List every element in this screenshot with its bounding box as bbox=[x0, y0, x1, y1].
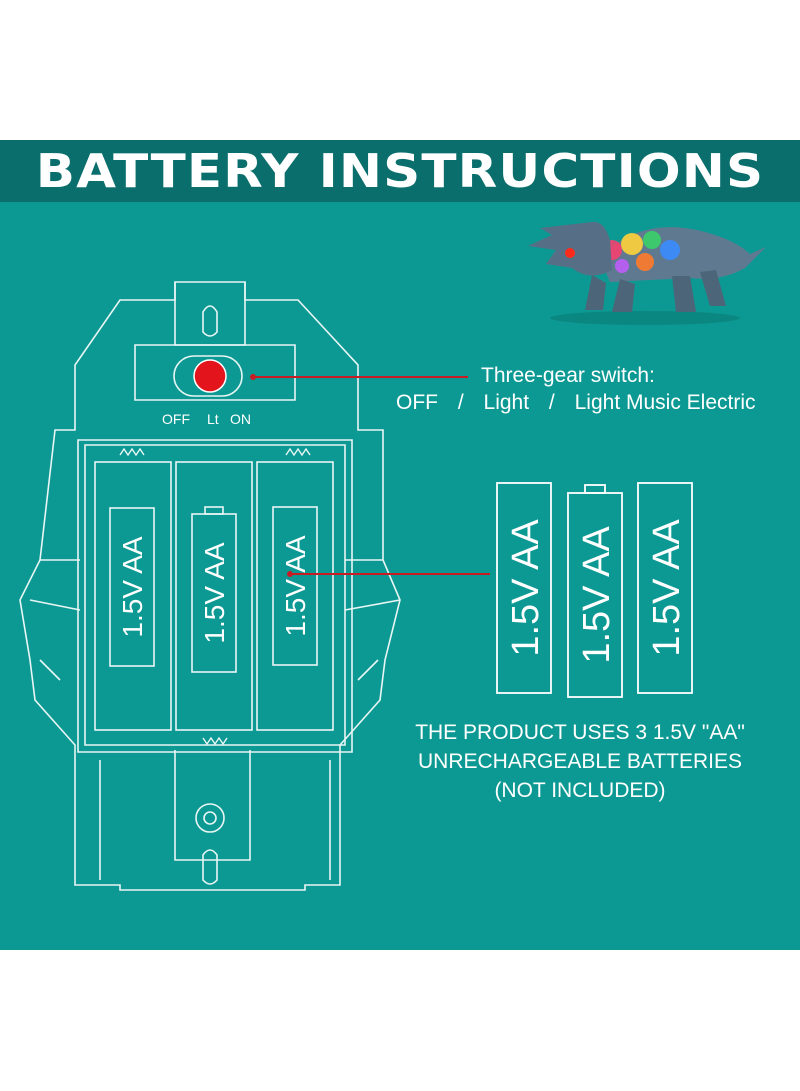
battery-icon bbox=[496, 482, 693, 698]
pointer-lines bbox=[253, 376, 490, 575]
mode-light-music-electric: Light Music Electric bbox=[574, 391, 756, 414]
battery-label: 1.5V AA bbox=[280, 535, 311, 637]
switch-modes: OFF / Light / Light Music Electric bbox=[396, 391, 756, 415]
battery-pointer-dot bbox=[287, 571, 293, 577]
battery-label: 1.5V AA bbox=[646, 519, 688, 657]
note-line: (NOT INCLUDED) bbox=[494, 779, 666, 802]
page-title: BATTERY INSTRUCTIONS bbox=[35, 144, 765, 198]
spring-icon bbox=[119, 447, 311, 746]
note-line: UNRECHARGEABLE BATTERIES bbox=[417, 750, 742, 773]
three-gear-switch[interactable] bbox=[173, 355, 243, 397]
mode-light: Light bbox=[483, 391, 530, 414]
mode-separator: / bbox=[457, 391, 464, 414]
mode-separator: / bbox=[548, 391, 555, 414]
housing-outline bbox=[19, 281, 401, 891]
battery-label: 1.5V AA bbox=[199, 542, 230, 644]
battery-slots bbox=[94, 461, 334, 731]
battery-label: 1.5V AA bbox=[117, 536, 148, 638]
title-banner: BATTERY INSTRUCTIONS bbox=[0, 140, 800, 202]
switch-label-on: ON bbox=[230, 411, 251, 427]
battery-note: THE PRODUCT USES 3 1.5V "AA" UNRECHARGEA… bbox=[375, 718, 785, 805]
battery-label: 1.5V AA bbox=[576, 526, 618, 664]
note-line: THE PRODUCT USES 3 1.5V "AA" bbox=[415, 721, 745, 744]
battery-icon bbox=[109, 506, 318, 673]
switch-label-off: OFF bbox=[162, 411, 190, 427]
switch-pointer-dot bbox=[250, 374, 256, 380]
mode-off: OFF bbox=[396, 391, 438, 414]
switch-label-light: Lt bbox=[207, 411, 219, 427]
dinosaur-toy-icon bbox=[528, 221, 766, 325]
switch-description: Three-gear switch: bbox=[481, 364, 655, 387]
battery-label: 1.5V AA bbox=[505, 519, 547, 657]
screw-holes bbox=[195, 305, 225, 885]
